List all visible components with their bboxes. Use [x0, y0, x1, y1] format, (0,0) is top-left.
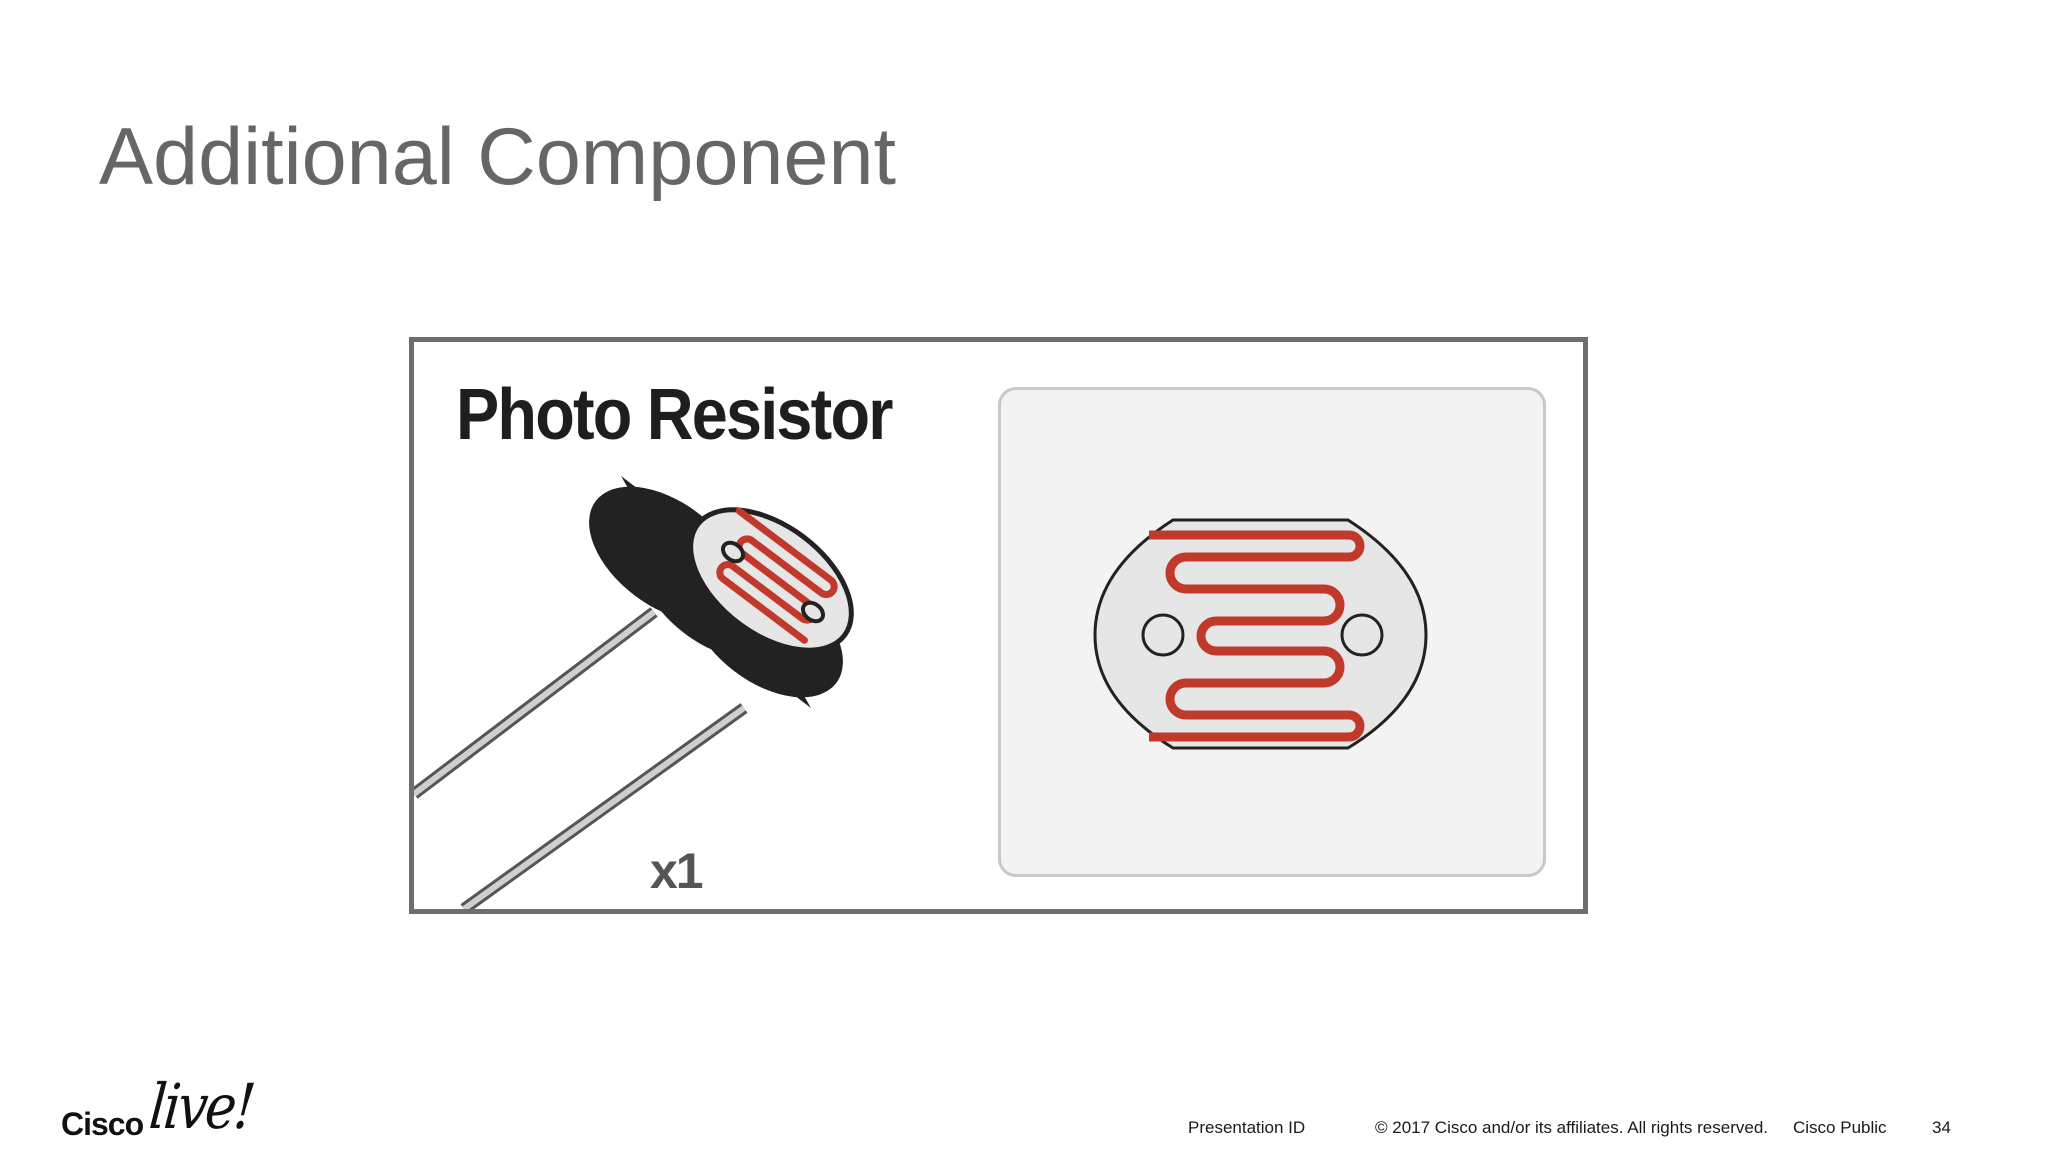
top-view-card	[998, 387, 1546, 877]
resistor-trace	[716, 507, 838, 644]
logo-cisco-word: Cisco	[61, 1106, 144, 1142]
component-name: Photo Resistor	[456, 375, 893, 455]
resistor-leads	[414, 607, 748, 909]
classification-label: Cisco Public	[1793, 1118, 1887, 1137]
photo-resistor-top-view	[1093, 518, 1428, 750]
top-view-hole-right	[1340, 613, 1384, 657]
photo-resistor-3d-illustration	[414, 476, 854, 909]
presentation-id: Presentation ID	[1188, 1118, 1306, 1137]
cisco-live-logo: Cisco live!	[61, 1070, 261, 1143]
slide-title: Additional Component	[99, 112, 897, 202]
logo-live-script: live!	[146, 1070, 257, 1143]
quantity-label: x1	[650, 843, 704, 899]
top-view-trace	[1149, 530, 1365, 742]
component-figure: Photo Resistor x1	[409, 337, 1588, 914]
copyright-notice: © 2017 Cisco and/or its affiliates. All …	[1375, 1118, 1769, 1137]
top-view-hole-left	[1141, 613, 1185, 657]
page-number: 34	[1932, 1118, 1951, 1137]
